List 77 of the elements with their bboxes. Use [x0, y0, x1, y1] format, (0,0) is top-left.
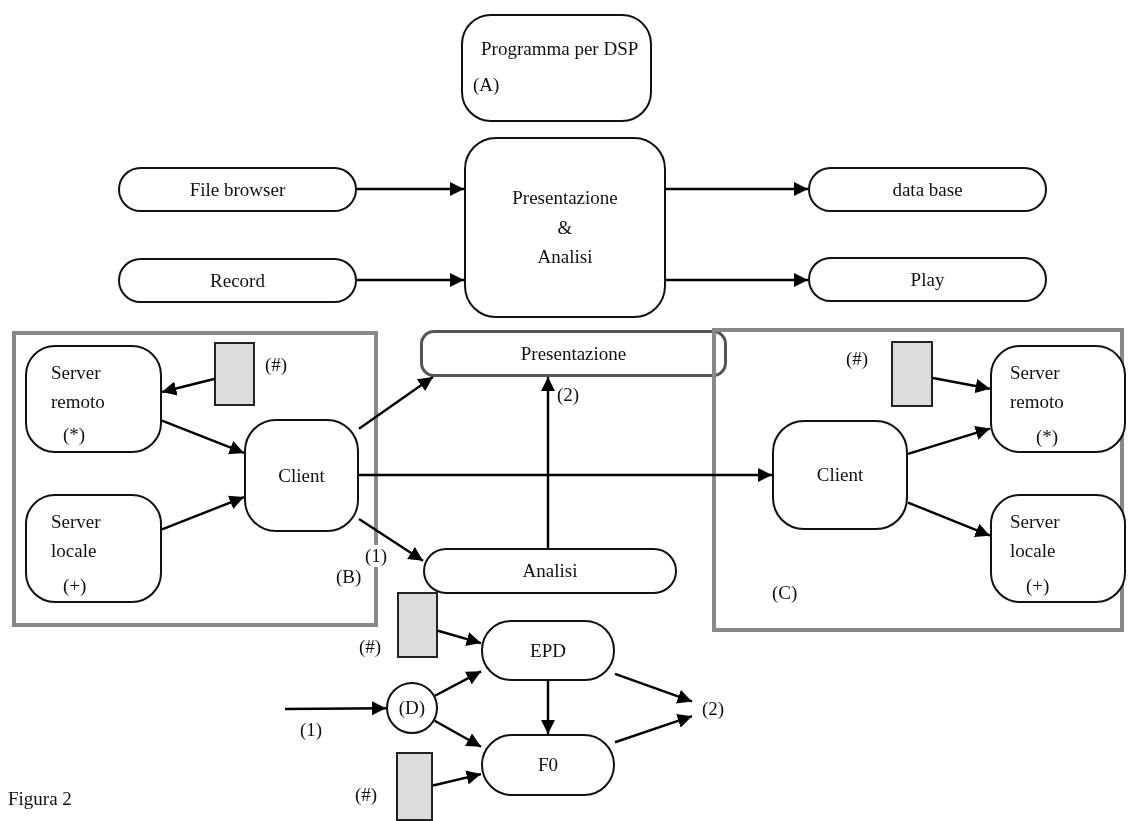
node-label: (D) — [398, 697, 426, 719]
arrow — [666, 181, 808, 197]
shaded-block — [891, 341, 933, 407]
rounded-box — [772, 420, 908, 530]
caption: Figura 2 — [8, 788, 72, 810]
note-label: (#) — [265, 354, 288, 376]
arrow — [285, 701, 386, 716]
rounded-box — [118, 167, 357, 212]
node-label: Server locale — [1010, 510, 1060, 563]
arrow — [434, 719, 482, 748]
node-label: Play — [910, 268, 945, 291]
rounded-box — [808, 257, 1047, 302]
arrow — [161, 419, 245, 455]
rounded-box — [25, 494, 162, 603]
note-label: (#) — [355, 784, 378, 806]
node-label: Client — [278, 464, 325, 487]
rounded-box — [25, 345, 162, 453]
node-label: (*) — [63, 423, 86, 447]
node-label: Client — [816, 464, 864, 486]
arrow — [614, 672, 693, 704]
node-label: (2) — [701, 698, 725, 720]
rounded-box — [386, 682, 438, 734]
rounded-box — [461, 14, 652, 122]
arrow — [358, 376, 434, 430]
arrow — [359, 467, 772, 483]
node-label: File browser — [189, 178, 286, 201]
edge-label: (1) — [299, 719, 324, 741]
node-label: Server locale — [51, 510, 101, 563]
rounded-box — [808, 167, 1047, 212]
shaded-block — [397, 592, 438, 658]
arrow — [437, 629, 482, 646]
rounded-box — [118, 258, 357, 303]
arrow — [161, 377, 215, 396]
group-label: (C) — [772, 582, 798, 604]
rounded-box — [481, 734, 615, 796]
node-label: (+) — [63, 574, 87, 598]
arrow — [540, 681, 556, 734]
rounded-box — [420, 330, 727, 377]
rounded-box — [481, 620, 615, 681]
arrow — [434, 670, 482, 697]
node-label: (*) — [1036, 425, 1059, 449]
node-label: Presentazione — [520, 342, 627, 365]
arrow — [357, 272, 464, 288]
group-label: (B) — [336, 566, 362, 588]
node-label: (A) — [473, 74, 500, 96]
note-label: (#) — [846, 348, 869, 370]
rounded-box — [990, 345, 1126, 453]
shaded-block — [214, 342, 255, 406]
node-label: Server remoto — [1010, 361, 1064, 414]
arrow — [666, 272, 808, 288]
arrow — [907, 425, 991, 456]
note-label: (#) — [359, 636, 382, 658]
arrow — [614, 713, 693, 744]
rounded-box — [990, 494, 1126, 603]
arrow — [540, 377, 556, 548]
node-label: Analisi — [522, 560, 578, 582]
node-label: EPD — [530, 639, 566, 662]
edge-label: (1) — [364, 545, 389, 567]
rounded-box — [423, 548, 677, 594]
node-label: Record — [210, 269, 265, 292]
arrow — [932, 376, 991, 394]
edge-label: (2) — [556, 384, 581, 406]
arrow — [358, 517, 424, 562]
arrow — [357, 181, 464, 197]
shaded-block — [396, 752, 433, 821]
arrow — [161, 495, 245, 531]
node-label: (+) — [1026, 574, 1050, 598]
rounded-box — [464, 137, 666, 318]
node-label: Server remoto — [51, 361, 105, 414]
node-label: Presentazione & Analisi — [512, 186, 618, 270]
node-label: data base — [892, 178, 963, 201]
rounded-box — [244, 419, 359, 532]
arrow — [907, 501, 991, 537]
node-label: F0 — [537, 754, 559, 776]
node-label: Programma per DSP — [481, 38, 639, 60]
arrow — [432, 770, 482, 787]
group-frame — [712, 328, 1124, 632]
